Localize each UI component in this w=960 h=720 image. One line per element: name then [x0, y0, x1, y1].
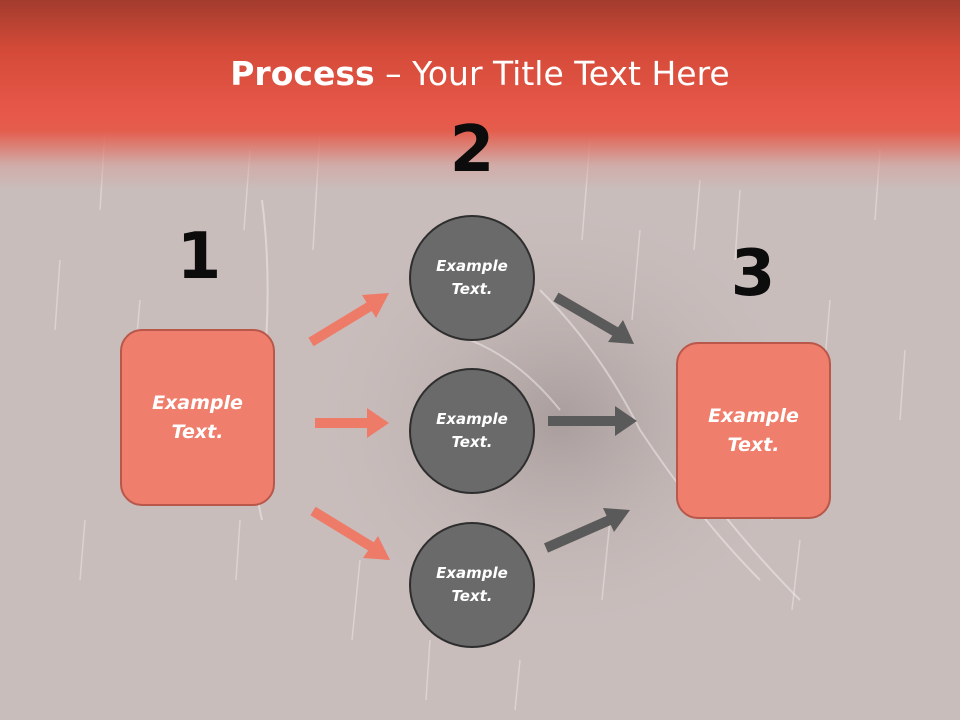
step-number-1: 1 [176, 220, 222, 294]
page-title: Process – Your Title Text Here [0, 52, 960, 96]
title-banner [0, 0, 960, 190]
arrow-right-middle [548, 406, 637, 436]
title-dash: – [374, 54, 413, 93]
result-box-label: Example Text. [708, 404, 799, 456]
node-circle-top: Example Text. [409, 215, 535, 341]
node-circle-bottom: Example Text. [409, 522, 535, 648]
node-circle-middle: Example Text. [409, 368, 535, 494]
arrow-right-top [553, 292, 634, 344]
arrow-left-top [308, 293, 389, 347]
title-rest: Your Title Text Here [412, 54, 730, 93]
arrow-left-middle [315, 408, 389, 438]
step-number-3: 3 [730, 237, 776, 311]
step-number-2: 2 [449, 113, 495, 187]
node-label-bottom: Example Text. [436, 564, 508, 605]
node-label-top: Example Text. [436, 257, 508, 298]
result-box: Example Text. [676, 342, 831, 519]
source-box-label: Example Text. [152, 391, 243, 443]
title-bold: Process [230, 54, 375, 93]
node-label-middle: Example Text. [436, 410, 508, 451]
source-box: Example Text. [120, 329, 275, 506]
arrow-right-bottom [543, 508, 630, 553]
arrow-left-bottom [310, 506, 390, 560]
